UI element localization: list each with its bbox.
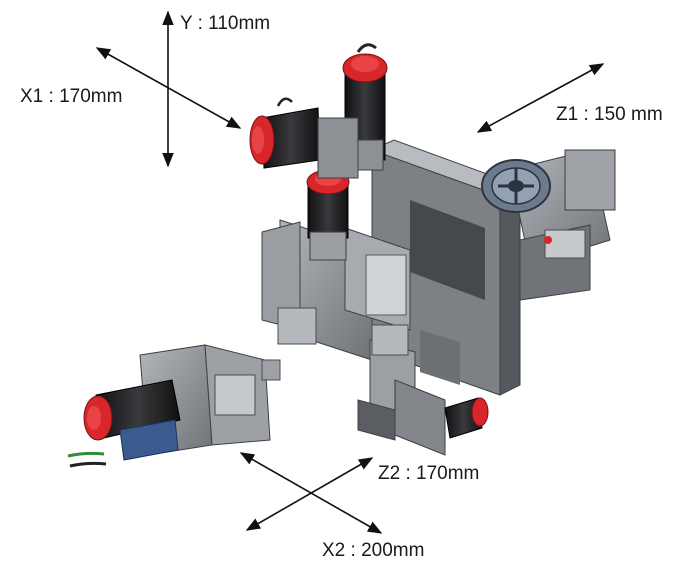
- z1-axis-arrow: [476, 63, 605, 133]
- middle-motor: [306, 169, 350, 261]
- z1-axis-label: Z1 : 150 mm: [556, 104, 663, 125]
- main-column: [261, 139, 522, 456]
- x1-axis-label: X1 : 170mm: [20, 86, 123, 107]
- x2-spindle-unit: [67, 344, 281, 468]
- x2-axis-label: X2 : 200mm: [322, 540, 425, 561]
- z1-spindle-unit: [481, 149, 616, 301]
- x1-motor: [249, 97, 359, 179]
- z2-motor: [444, 397, 489, 439]
- y-axis-label: Y : 110mm: [180, 13, 271, 34]
- x1-axis-arrow: [95, 47, 242, 129]
- x2-axis-arrow: [239, 452, 383, 534]
- axis-arrows: [95, 10, 605, 534]
- z2-axis-arrow: [245, 457, 374, 531]
- z2-axis-label: Z2 : 170mm: [378, 463, 480, 484]
